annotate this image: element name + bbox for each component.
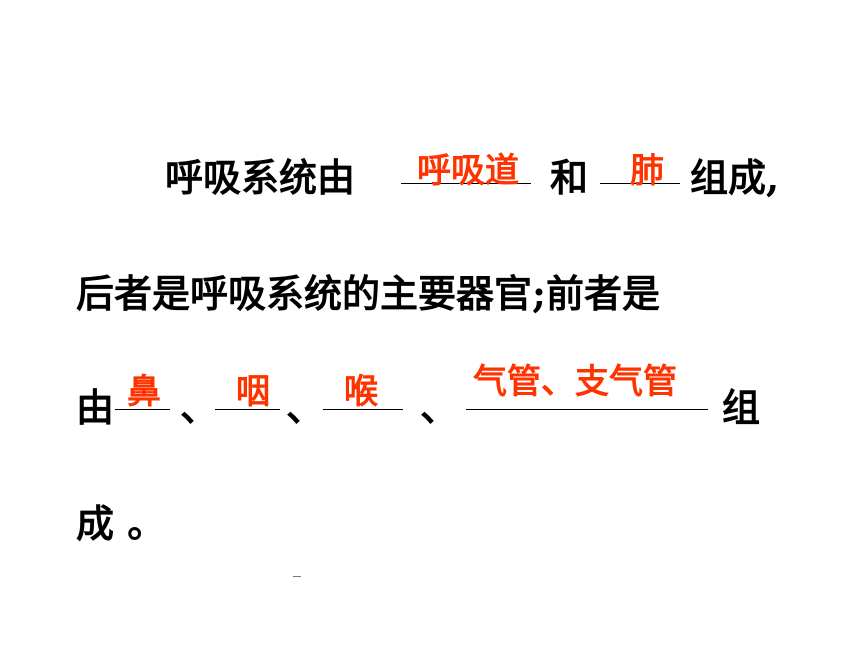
answer-pharynx: 咽	[236, 372, 270, 412]
blank-respiratory-tract[interactable]	[401, 183, 531, 184]
line4-text: 成 。	[76, 501, 166, 546]
blank-larynx[interactable]	[323, 409, 403, 410]
answer-trachea-bronchi: 气管、支气管	[473, 362, 677, 402]
answer-respiratory-tract: 呼吸道	[417, 151, 519, 191]
separator-3: 、	[420, 385, 459, 430]
answer-lungs: 肺	[630, 151, 664, 191]
separator-1: 、	[180, 385, 219, 430]
blank-trachea-bronchi[interactable]	[466, 409, 708, 410]
line1-tail-text: 组成,	[690, 155, 780, 200]
line2-text: 后者是呼吸系统的主要器官;前者是	[76, 271, 661, 316]
line1-lead-text: 呼吸系统由	[165, 155, 356, 200]
answer-larynx: 喉	[344, 372, 378, 412]
separator-2: 、	[286, 385, 325, 430]
blank-pharynx[interactable]	[215, 409, 280, 410]
stray-dash-mark	[293, 576, 301, 577]
blank-lungs[interactable]	[600, 183, 680, 184]
line3-lead-text: 由	[76, 385, 115, 430]
line3-tail-text: 组	[722, 385, 761, 430]
blank-nose[interactable]	[115, 409, 170, 410]
answer-nose: 鼻	[127, 372, 161, 412]
line1-and-text: 和	[550, 155, 589, 200]
